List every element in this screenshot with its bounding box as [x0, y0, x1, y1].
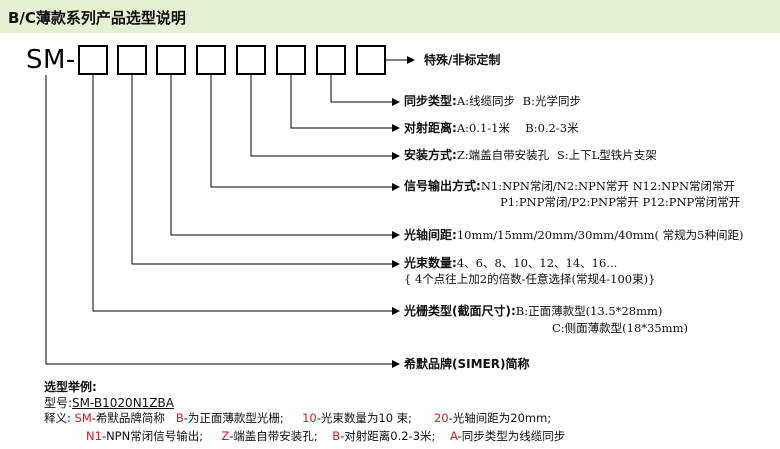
- example-text: -光轴间距为20mm;: [448, 411, 552, 425]
- example-code: N1: [86, 429, 102, 443]
- grating-option-c: C:侧面薄款型(18*35mm): [552, 321, 688, 335]
- mount-option-z: Z:端盖自带安装孔: [456, 148, 550, 162]
- example-text: -对射距离0.2-3米;: [340, 429, 436, 443]
- example-text: -为正面薄款型光栅;: [183, 411, 284, 425]
- sync-row: 同步类型:A:线缆同步 B:光学同步: [404, 93, 581, 110]
- example-model: 型号:SM-B1020N1ZBA: [44, 394, 174, 411]
- mount-label: 安装方式:: [404, 148, 457, 162]
- sync-label: 同步类型:: [404, 94, 457, 108]
- example-explain-line1: 释义: SM-希默品牌简称 B-为正面薄款型光栅; 10-光束数量为10 束; …: [44, 410, 551, 426]
- model-box-beam-count: [117, 45, 147, 75]
- example-code: 20: [433, 411, 449, 425]
- output-label: 信号输出方式:: [404, 179, 481, 193]
- model-box-beam-pitch: [156, 45, 186, 75]
- example-title: 选型举例:: [44, 380, 97, 394]
- example-model-code: SM-B1020N1ZBA: [72, 396, 174, 410]
- example-code: 10: [302, 411, 317, 425]
- distance-row: 对射距离:A:0.1-1米 B:0.2-3米: [404, 120, 579, 137]
- example-model-label: 型号:: [44, 396, 73, 410]
- model-box-output-type: [196, 45, 226, 75]
- example-code: B: [175, 411, 184, 425]
- example-code: A: [450, 429, 458, 443]
- beams-label: 光束数量:: [404, 256, 457, 270]
- grating-label: 光栅类型(截面尺寸):: [404, 304, 516, 318]
- example-text: -端盖自带安装孔;: [229, 429, 318, 443]
- model-box-mount-type: [236, 45, 266, 75]
- example-code: SM: [74, 411, 92, 425]
- beams-value: 4、6、8、10、12、14、16...: [456, 256, 618, 270]
- pitch-value: 10mm/15mm/20mm/30mm/40mm( 常规为5种间距): [456, 228, 744, 242]
- distance-label: 对射距离:: [404, 121, 457, 135]
- pitch-label: 光轴间距:: [404, 228, 457, 242]
- model-box-distance: [276, 45, 306, 75]
- brand-label: 希默品牌(SIMER)简称: [404, 357, 530, 371]
- model-box-grating-type: [78, 45, 108, 75]
- example-code: B: [332, 429, 341, 443]
- special-label: 特殊/非标定制: [424, 53, 501, 67]
- mount-row: 安装方式:Z:端盖自带安装孔 S:上下L型铁片支架: [404, 147, 657, 164]
- model-box-special: [356, 45, 386, 75]
- example-explain-label: 释义:: [44, 411, 71, 425]
- example-text: -光束数量为10 束;: [316, 411, 413, 425]
- output-row: 信号输出方式:N1:NPN常闭/N2:NPN常开 N12:NPN常闭常开: [404, 178, 735, 195]
- mount-option-s: S:上下L型铁片支架: [556, 148, 657, 162]
- example-code: Z: [221, 429, 230, 443]
- distance-option-b: B:0.2-3米: [525, 121, 579, 135]
- page-title: B/C薄款系列产品选型说明: [8, 9, 186, 27]
- grating-option-b: B:正面薄款型(13.5*28mm): [515, 304, 663, 318]
- output-options-line1: N1:NPN常闭/N2:NPN常开 N12:NPN常闭常开: [480, 179, 736, 193]
- beams-row: 光束数量:4、6、8、10、12、14、16...: [404, 255, 617, 272]
- sync-option-a: A:线缆同步: [456, 94, 515, 108]
- distance-option-a: A:0.1-1米: [456, 121, 510, 135]
- example-explain-line2: N1-NPN常闭信号输出; Z-端盖自带安装孔; B-对射距离0.2-3米; A…: [86, 428, 565, 444]
- example-text: -希默品牌简称: [91, 411, 165, 425]
- grating-row: 光栅类型(截面尺寸):B:正面薄款型(13.5*28mm): [404, 303, 662, 320]
- pitch-row: 光轴间距:10mm/15mm/20mm/30mm/40mm( 常规为5种间距): [404, 227, 743, 244]
- model-prefix: SM-: [26, 45, 76, 75]
- example-text: -NPN常闭信号输出;: [101, 429, 204, 443]
- output-options-line2: P1:PNP常闭/P2:PNP常开 P12:PNP常闭常开: [500, 195, 741, 209]
- sync-option-b: B:光学同步: [522, 94, 581, 108]
- title-bar: B/C薄款系列产品选型说明: [0, 0, 780, 33]
- beams-note: { 4个点往上加2的倍数-任意选择(常规4-100束)}: [404, 272, 656, 286]
- model-box-sync-type: [316, 45, 346, 75]
- example-text: -同步类型为线缆同步: [457, 429, 566, 443]
